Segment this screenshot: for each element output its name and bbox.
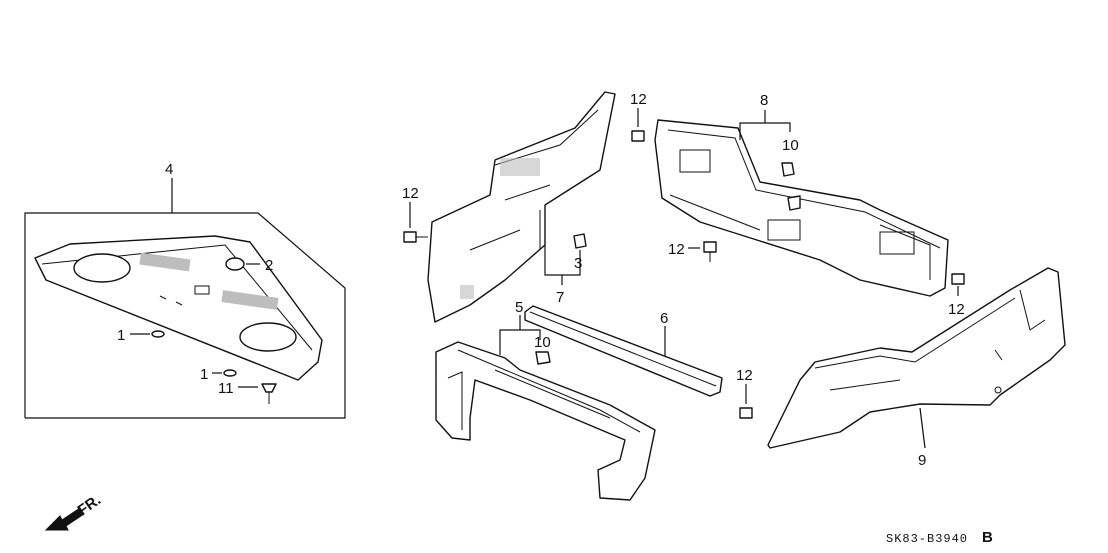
shelf-tab [194, 285, 210, 295]
callout-8: 8 [760, 92, 768, 109]
trim-strip-group: 6 [524, 305, 723, 397]
shelf-marks [159, 295, 183, 306]
clip-1a[interactable] [151, 330, 165, 338]
rear-shelf-group: 4 2 1 1 11 [24, 161, 346, 419]
rear-panel-recess-left [679, 149, 711, 173]
vent-right [221, 290, 279, 310]
trim-strip[interactable] [524, 305, 723, 397]
bolt-12e[interactable] [739, 407, 753, 419]
callout-10a: 10 [534, 334, 551, 351]
callout-2: 2 [265, 257, 273, 274]
right-side-lining-hole [994, 386, 1002, 394]
clip-3[interactable] [573, 233, 587, 249]
rear-shelf[interactable] [34, 235, 323, 381]
rear-shelf-group-frame [24, 212, 346, 419]
leader-9 [919, 407, 926, 449]
callout-4: 4 [165, 161, 173, 178]
trunk-front-lining-ribs [447, 349, 641, 433]
clip-10b-2[interactable] [787, 195, 801, 211]
trunk-front-lining[interactable] [435, 341, 656, 501]
callout-5: 5 [515, 299, 523, 316]
bolt-12d[interactable] [951, 273, 965, 285]
bolt-12a[interactable] [403, 231, 417, 243]
clip-1b[interactable] [223, 369, 237, 377]
callout-12c: 12 [668, 241, 685, 258]
callout-1b: 1 [200, 366, 208, 383]
callout-7: 7 [556, 289, 564, 306]
left-side-lining-hatch [460, 285, 474, 299]
clip-10b[interactable] [781, 162, 795, 177]
fastener-11[interactable] [261, 383, 277, 393]
cap-2[interactable] [225, 257, 245, 271]
left-side-lining[interactable] [427, 91, 616, 323]
callout-12d: 12 [948, 301, 965, 318]
diagram-code: SK83-B3940 [886, 532, 968, 546]
clip-10a[interactable] [535, 351, 551, 365]
rear-panel-lining[interactable] [654, 119, 949, 297]
callout-12a: 12 [402, 185, 419, 202]
bolt-12c[interactable] [703, 241, 717, 253]
callout-1a: 1 [117, 327, 125, 344]
rear-panel-recess-right [879, 231, 915, 255]
front-direction-indicator: FR. [44, 491, 104, 531]
right-side-lining-ribs [814, 289, 1046, 391]
rear-panel-lining-group: 8 10 12 12 [654, 92, 965, 318]
callout-3: 3 [574, 255, 582, 272]
bolt-12b[interactable] [631, 130, 645, 142]
callout-12e: 12 [736, 367, 753, 384]
callout-9: 9 [918, 452, 926, 469]
front-arrow-icon [44, 507, 85, 531]
left-side-lining-label-area [500, 158, 540, 176]
right-side-lining[interactable] [767, 267, 1066, 449]
rear-panel-center-box [767, 219, 801, 241]
left-side-lining-group: 3 7 12 12 [402, 91, 647, 323]
vent-left [139, 252, 191, 272]
callout-11: 11 [218, 380, 234, 397]
callout-6: 6 [660, 310, 668, 327]
right-side-lining-group: 9 12 [736, 267, 1066, 469]
callout-10b: 10 [782, 137, 799, 154]
trim-strip-edge [529, 311, 717, 387]
speaker-opening-left [73, 253, 131, 283]
callout-12b: 12 [630, 91, 647, 108]
left-side-lining-ribs [469, 109, 599, 251]
speaker-opening-right [239, 322, 297, 352]
trunk-front-lining-group: 5 10 [435, 299, 656, 501]
diagram-code-suffix: B [982, 529, 993, 546]
